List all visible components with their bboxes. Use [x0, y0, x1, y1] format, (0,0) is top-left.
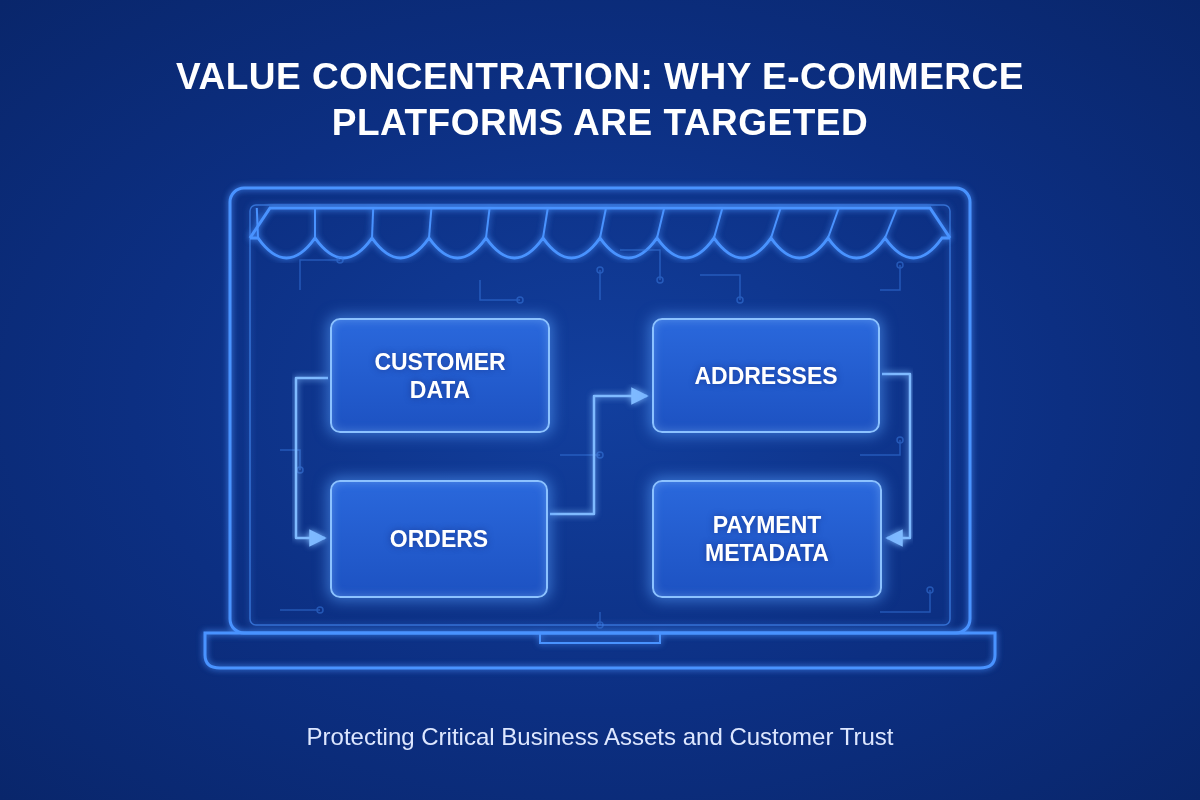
awning-stripe — [486, 208, 490, 238]
circuit-trace — [860, 440, 900, 455]
laptop-notch — [540, 633, 660, 643]
circuit-dot — [897, 262, 903, 268]
circuit-dot — [927, 587, 933, 593]
title: VALUE CONCENTRATION: WHY E-COMMERCE PLAT… — [100, 54, 1100, 146]
circuit-dot — [517, 297, 523, 303]
circuit-trace — [700, 275, 740, 300]
data-vault-box: CUSTOMER DATA — [330, 318, 550, 433]
circuit-dot — [737, 297, 743, 303]
awning-scallops — [250, 238, 950, 258]
flow-arrow — [552, 367, 647, 370]
box-label: CUSTOMER DATA — [346, 348, 534, 404]
flow-arrow — [550, 396, 647, 514]
circuit-dot — [297, 467, 303, 473]
circuit-traces — [280, 250, 933, 628]
awning-stripe — [429, 208, 431, 238]
circuit-dot — [317, 607, 323, 613]
awning-stripe — [885, 208, 897, 238]
circuit-dot — [597, 452, 603, 458]
circuit-trace — [880, 265, 900, 290]
circuit-trace — [480, 280, 520, 300]
circuit-dot — [597, 267, 603, 273]
box-label: ORDERS — [390, 525, 488, 553]
box-label: ADDRESSES — [694, 362, 837, 390]
circuit-trace — [280, 609, 320, 611]
circuit-dot — [597, 622, 603, 628]
data-vault-box: PAYMENT METADATA — [652, 480, 882, 598]
box-label: PAYMENT METADATA — [668, 511, 866, 567]
flow-arrow — [439, 441, 442, 475]
awning — [250, 208, 950, 258]
circuit-dot — [657, 277, 663, 283]
awning-stripe — [828, 208, 839, 238]
awning-stripe — [714, 208, 722, 238]
flow-arrow — [553, 539, 650, 542]
circuit-dot — [337, 257, 343, 263]
circuit-dot — [897, 437, 903, 443]
awning-stripe — [314, 208, 316, 238]
awning-stripe — [257, 208, 258, 238]
circuit-trace — [880, 590, 930, 612]
flow-arrow — [882, 374, 910, 538]
awning-stripe — [372, 208, 373, 238]
awning-stripe — [657, 208, 664, 238]
circuit-trace — [599, 270, 601, 300]
awning-stripe — [600, 208, 606, 238]
data-vault-box: ADDRESSES — [652, 318, 880, 433]
awning-top — [250, 208, 950, 238]
laptop-base — [205, 633, 995, 668]
awning-stripe — [543, 208, 548, 238]
flow-arrow — [296, 378, 328, 538]
circuit-trace — [599, 612, 601, 625]
screen-inner — [250, 205, 950, 625]
awning-stripe — [771, 208, 781, 238]
circuit-trace — [620, 250, 660, 280]
caption: Protecting Critical Business Assets and … — [100, 722, 1100, 752]
circuit-trace — [300, 260, 340, 290]
laptop-screen — [230, 188, 970, 633]
data-vault-box: ORDERS — [330, 480, 548, 598]
